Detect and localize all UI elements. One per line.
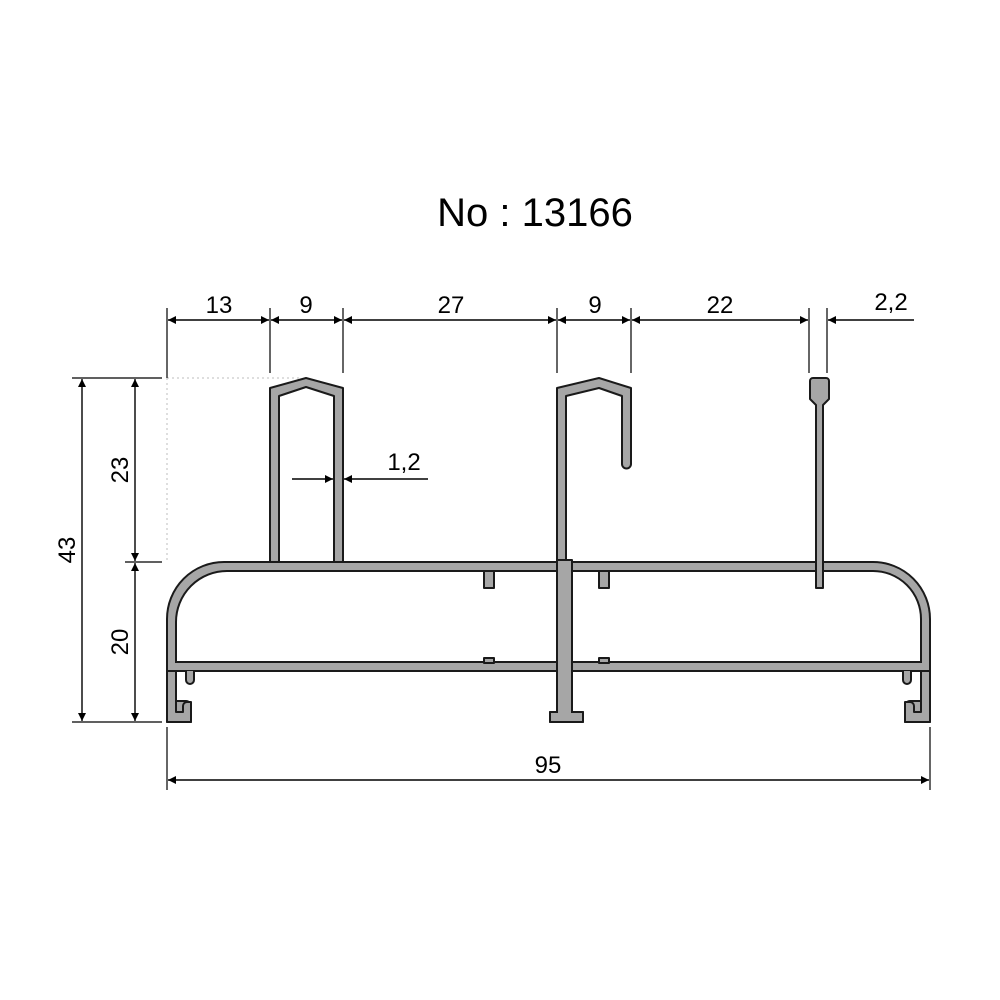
- dim-22: 22: [707, 292, 734, 319]
- nub: [483, 657, 495, 664]
- fin-bulb: [809, 377, 830, 589]
- lower-channel-left: [176, 671, 186, 701]
- nub: [185, 671, 195, 685]
- fin-hook: [556, 377, 632, 563]
- nub: [483, 570, 495, 589]
- nub: [598, 657, 610, 664]
- nub: [598, 570, 610, 589]
- dim-1-2: 1,2: [387, 449, 420, 476]
- dim-27: 27: [438, 292, 465, 319]
- dim-43: 43: [54, 537, 81, 564]
- aluminium-profile: [166, 377, 931, 723]
- left-foot: [166, 670, 192, 723]
- wall-thickness-dimension: 1,2: [292, 449, 428, 483]
- dim-9-a: 9: [299, 292, 312, 319]
- top-dimension-chain: 13 9 27 9 22 2,2: [166, 289, 914, 378]
- dim-20: 20: [107, 629, 134, 656]
- dim-95: 95: [535, 752, 562, 779]
- drawing-title: No : 13166: [437, 191, 633, 235]
- dim-9-b: 9: [588, 292, 601, 319]
- height-dimensions: 43 23 20: [54, 377, 162, 723]
- nub: [902, 671, 912, 685]
- dim-23: 23: [107, 457, 134, 484]
- dim-13: 13: [206, 292, 233, 319]
- fin-closed: [269, 377, 344, 563]
- width-dimension: 95: [166, 727, 931, 790]
- inner-cavity-left: [175, 570, 558, 663]
- center-rib: [556, 559, 573, 715]
- right-foot: [904, 670, 931, 723]
- inner-cavity-right: [571, 570, 922, 663]
- dim-2-2: 2,2: [874, 289, 907, 316]
